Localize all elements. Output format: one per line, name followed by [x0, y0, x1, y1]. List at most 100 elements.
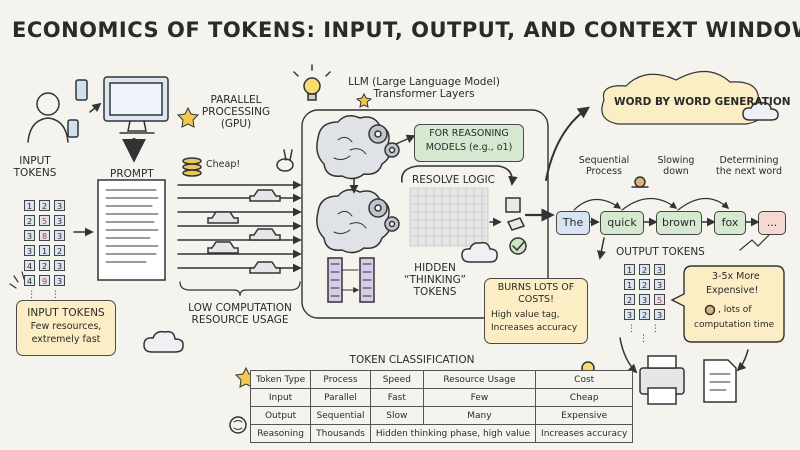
reasoning-line2: MODELS (e.g., o1): [425, 142, 513, 153]
header-cell: Cost: [535, 370, 634, 389]
input-label-line1: INPUT: [19, 155, 51, 167]
hidden-line1: HIDDEN: [414, 262, 456, 274]
generated-token: brown: [656, 211, 702, 235]
llm-title-line1: LLM (Large Language Model): [348, 76, 500, 88]
token-cell: 5: [39, 215, 50, 226]
token-cell: 3: [54, 260, 65, 271]
cloud-icon: [143, 101, 779, 353]
determining-line1: Determining: [719, 155, 779, 166]
token-cell: 8: [39, 230, 50, 241]
token-cell: 3: [654, 279, 665, 290]
input-tokens-label: INPUT TOKENS: [10, 155, 60, 179]
generated-token: fox: [714, 211, 746, 235]
low-line2: RESOURCE USAGE: [191, 314, 289, 327]
token-cell: 5: [654, 294, 665, 305]
token-cell: 2: [39, 260, 50, 271]
table-cell: Parallel: [310, 388, 371, 407]
token-cell: 3: [624, 309, 635, 320]
token-cell: 2: [639, 309, 650, 320]
hidden-line3: TOKENS: [413, 286, 457, 299]
hidden-thinking-label: HIDDEN “THINKING” TOKENS: [400, 262, 470, 298]
car-icon: [207, 189, 281, 274]
person-icon: [27, 92, 69, 143]
llm-title: LLM (Large Language Model) Transformer L…: [334, 76, 514, 100]
token-cell: 4: [24, 260, 35, 271]
brain-icon: [229, 416, 247, 434]
thinking-token-grid: [409, 187, 489, 247]
token-cell: 3: [24, 230, 35, 241]
token-cell: 2: [54, 245, 65, 256]
token-cell: 1: [624, 279, 635, 290]
classification-table: Token Type Process Speed Resource Usage …: [249, 370, 634, 443]
sequential-line1: Sequential: [578, 155, 630, 166]
phone-icon: [67, 79, 88, 138]
slowing-label: Slowing down: [650, 155, 702, 178]
expensive-line4: computation time: [694, 320, 775, 330]
slowing-line2: down: [663, 165, 689, 177]
snail-icon: [631, 176, 649, 188]
parallel-line2: PROCESSING: [201, 106, 271, 119]
expensive-line2: Expensive!: [706, 285, 759, 296]
table-cell: Output: [249, 406, 312, 425]
generated-token: The: [556, 211, 590, 235]
header-cell: Resource Usage: [422, 370, 537, 389]
low-line1: LOW COMPUTATION: [188, 302, 292, 314]
token-cell: 3: [654, 309, 665, 320]
printer-icon: [639, 355, 685, 405]
table-row: Input Parallel Fast Few Cheap: [249, 388, 634, 407]
page-title: ECONOMICS OF TOKENS: INPUT, OUTPUT, AND …: [12, 18, 800, 42]
table-cell: Sequential: [310, 406, 371, 425]
expensive-line3: , lots of: [718, 305, 752, 315]
rabbit-icon: [276, 149, 294, 172]
document-icon: [703, 359, 737, 403]
low-computation-label: LOW COMPUTATION RESOURCE USAGE: [180, 302, 300, 326]
hidden-line2: “THINKING”: [404, 274, 466, 287]
table-row: Output Sequential Slow Many Expensive: [249, 406, 634, 425]
computer-icon: [103, 76, 169, 134]
sequential-label: Sequential Process: [572, 155, 636, 178]
table-cell: Slow: [369, 406, 424, 425]
cloud-icon: [461, 241, 498, 263]
generation-bubble: [601, 70, 763, 125]
output-tokens-label: OUTPUT TOKENS: [616, 246, 705, 258]
continuation-dots: ⋮ ⋮ ⋮: [627, 324, 666, 344]
table-cell: Many: [422, 406, 537, 425]
snail-icon: [704, 304, 716, 316]
token-cell: 2: [24, 215, 35, 226]
token-cell: 3: [24, 245, 35, 256]
token-cell: 3: [54, 230, 65, 241]
coins-icon: [182, 157, 202, 177]
token-cell: 2: [639, 264, 650, 275]
token-cell: 3: [54, 215, 65, 226]
determining-line2: the next word: [715, 165, 783, 177]
table-cell: Input: [249, 388, 312, 407]
table-cell: Fast: [369, 388, 424, 407]
parallel-line3: (GPU): [220, 118, 252, 131]
token-cell: 1: [624, 264, 635, 275]
resolve-logic-label: RESOLVE LOGIC: [412, 174, 496, 186]
check-icon: [509, 237, 527, 255]
table-cell: Increases accuracy: [535, 424, 634, 443]
reasoning-line1: FOR REASONING: [429, 128, 509, 139]
token-cell: 3: [54, 275, 65, 286]
token-cell: 9: [39, 275, 50, 286]
parallel-arrows: [177, 180, 302, 273]
input-tokens-note: INPUT TOKENS Few resources, extremely fa…: [16, 300, 116, 356]
table-row: Reasoning Thousands Hidden thinking phas…: [249, 424, 634, 443]
lightbulb-icon: [293, 64, 331, 101]
burns-line1: BURNS LOTS OF: [497, 282, 575, 293]
input-note-title: INPUT TOKENS: [27, 307, 105, 319]
slowing-line1: Slowing: [657, 155, 695, 166]
generated-token: quick: [600, 211, 644, 235]
parallel-processing-label: PARALLEL PROCESSING (GPU): [196, 94, 276, 130]
token-cell: 1: [39, 245, 50, 256]
generation-title: WORD BY WORD GENERATION: [614, 96, 791, 108]
expensive-line1: 3-5x More: [712, 271, 760, 282]
token-cell: 3: [639, 294, 650, 305]
transformer-blocks: [327, 257, 375, 303]
table-cell: Expensive: [535, 406, 634, 425]
token-cell: 3: [654, 264, 665, 275]
table-cell: Cheap: [535, 388, 634, 407]
